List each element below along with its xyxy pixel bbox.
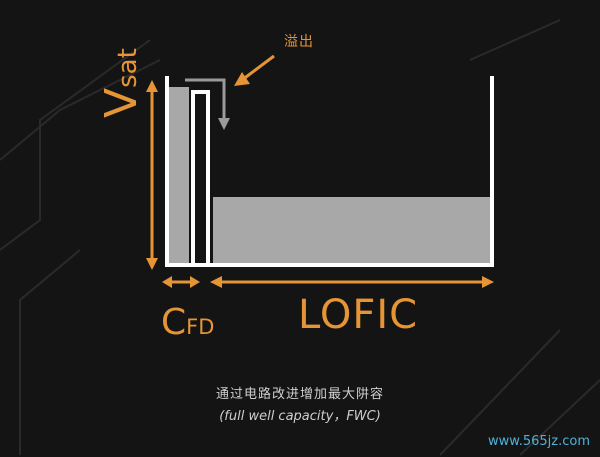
cfd-fill [169, 87, 189, 263]
vsat-label-main: V [96, 87, 147, 118]
vsat-dimension-arrow [146, 80, 158, 270]
cfd-label-sub: FD [186, 315, 215, 339]
watermark: www.565jz.com [488, 434, 590, 449]
cfd-label: CFD [161, 302, 214, 343]
background-circuit-traces [0, 19, 600, 456]
caption-line-2: (full well capacity，FWC) [219, 409, 381, 424]
overflow-flow-arrow [185, 78, 226, 120]
overflow-flow-arrowhead [218, 118, 230, 130]
caption-line-1: 通过电路改进增加最大阱容 [215, 387, 384, 402]
cfd-dimension-arrow [162, 276, 200, 288]
lofic-fill [213, 197, 490, 263]
lofic-label: LOFIC [298, 292, 419, 338]
cfd-label-main: C [161, 302, 187, 343]
overflow-label: 溢出 [284, 34, 314, 50]
vsat-label-sub: sat [113, 48, 143, 88]
vsat-label: Vsat [96, 48, 147, 118]
well-walls [165, 76, 494, 267]
overflow-callout-arrowhead [234, 72, 250, 86]
overflow-callout-arrow [241, 54, 275, 82]
lofic-dimension-arrow [210, 276, 494, 288]
